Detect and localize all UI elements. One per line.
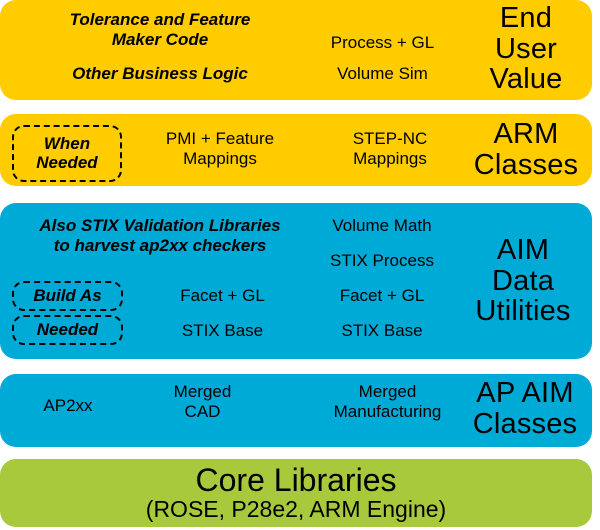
note-stix-validation-libraries: Also STIX Validation Libraries to harves… (39, 216, 281, 256)
item-cad-facet-gl: Facet + GL (180, 286, 265, 305)
note-tolerance-feature-maker-code: Tolerance and Feature Maker Code (69, 10, 251, 50)
band-label-end-user-value: End User Value (489, 2, 563, 96)
item-stix-process: STIX Process (330, 251, 434, 270)
note-other-business-logic: Other Business Logic (72, 64, 248, 83)
band-arm-classes: When Needed PMI + Feature Mappings STEP-… (0, 114, 592, 186)
band-end-user-value: Tolerance and Feature Maker Code Other B… (0, 0, 592, 100)
item-volume-math: Volume Math (332, 216, 432, 235)
core-libraries-content: Core Libraries (ROSE, P28e2, ARM Engine) (0, 459, 592, 527)
item-cad-stix-base: STIX Base (181, 321, 264, 340)
item-process-gl: Process + GL (330, 33, 435, 52)
band-aim-data-utilities: Also STIX Validation Libraries to harves… (0, 203, 592, 359)
item-merged-manufacturing: Merged Manufacturing (333, 382, 442, 422)
badge-build-as: Build As (12, 281, 123, 311)
item-mfg-stix-base: STIX Base (341, 321, 423, 340)
badge-needed: Needed (12, 315, 123, 345)
band-label-ap-aim-classes: AP AIM Classes (472, 377, 578, 440)
band-core-libraries: Core Libraries (ROSE, P28e2, ARM Engine) (0, 459, 592, 527)
item-mfg-facet-gl: Facet + GL (339, 286, 425, 305)
core-libraries-subtitle: (ROSE, P28e2, ARM Engine) (145, 496, 447, 523)
item-pmi-feature-mappings: PMI + Feature Mappings (165, 129, 275, 169)
item-merged-cad: Merged CAD (173, 382, 232, 422)
item-stepnc-mappings: STEP-NC Mappings (352, 129, 428, 169)
badge-when-needed: When Needed (12, 125, 122, 182)
band-label-core-libraries: Core Libraries (195, 461, 397, 498)
band-label-aim-data-utilities: AIM Data Utilities (475, 234, 571, 328)
band-ap-aim-classes: AP2xx Merged CAD Merged Manufacturing AP… (0, 374, 592, 447)
item-ap2xx: AP2xx (43, 396, 93, 415)
item-volume-sim: Volume Sim (337, 64, 428, 83)
band-label-arm-classes: ARM Classes (473, 118, 579, 181)
